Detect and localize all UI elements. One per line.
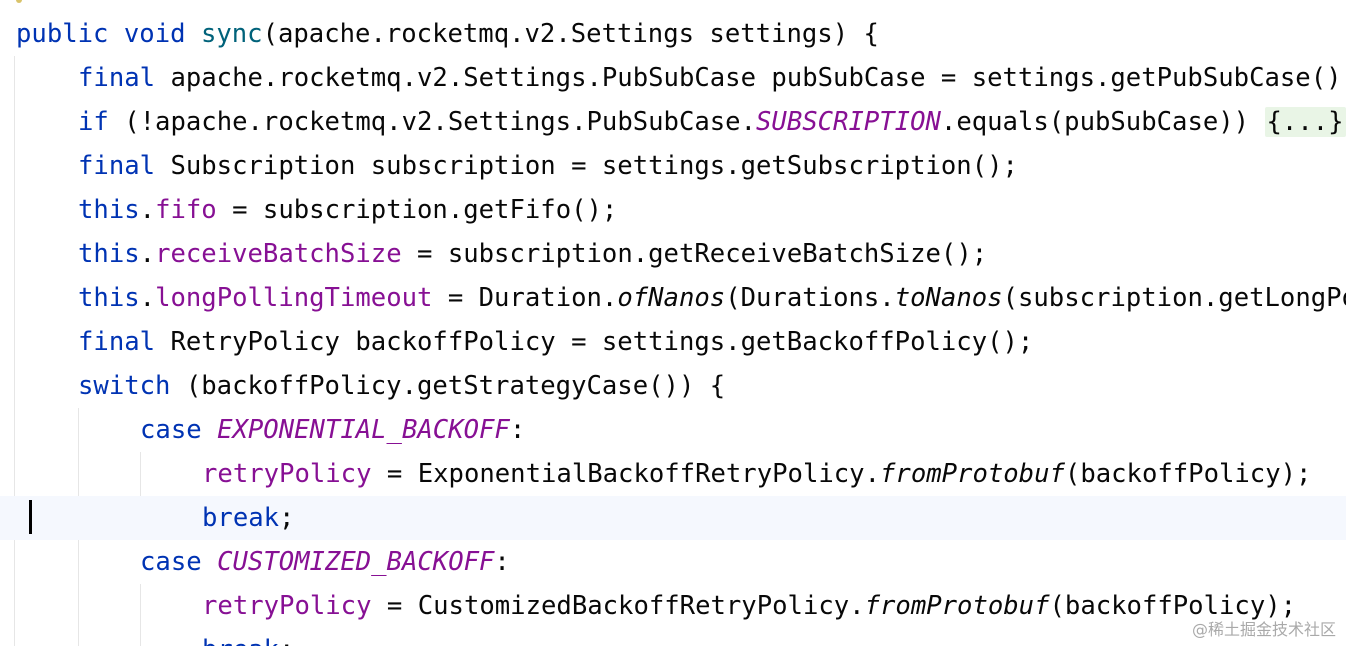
code-text: apache.rocketmq.v2.Settings.PubSubCase p… (155, 63, 1342, 93)
field-name: receiveBatchSize (155, 239, 402, 269)
code-line[interactable]: public void sync(apache.rocketmq.v2.Sett… (0, 12, 1346, 56)
code-text (202, 415, 217, 445)
code-text: = ExponentialBackoffRetryPolicy. (371, 459, 880, 489)
code-text: : (509, 415, 526, 445)
method-name: sync (200, 19, 263, 49)
field-name: retryPolicy (202, 459, 372, 489)
code-text: = CustomizedBackoffRetryPolicy. (371, 591, 865, 621)
code-line[interactable]: case CUSTOMIZED_BACKOFF: (0, 540, 1346, 584)
code-line[interactable]: this.receiveBatchSize = subscription.get… (0, 232, 1346, 276)
code-line[interactable]: final apache.rocketmq.v2.Settings.PubSub… (0, 56, 1346, 100)
text-caret (29, 500, 32, 534)
keyword: final (78, 151, 156, 181)
indent-guide (140, 452, 141, 538)
enum-constant: CUSTOMIZED_BACKOFF (217, 547, 495, 577)
field-name: fifo (155, 195, 217, 225)
code-line[interactable]: case EXPONENTIAL_BACKOFF: (0, 408, 1346, 452)
code-text: : (494, 547, 510, 577)
enum-constant: EXPONENTIAL_BACKOFF (217, 415, 510, 445)
code-text: = Duration. (432, 283, 618, 313)
code-text: (apache.rocketmq.v2.Settings settings) { (262, 19, 879, 49)
fold-marker (16, 0, 22, 3)
code-text: (subscription.getLongPollingTimeout())); (1002, 283, 1346, 313)
field-name: longPollingTimeout (155, 283, 433, 313)
keyword: public (16, 19, 109, 49)
keyword: case (140, 547, 202, 577)
code-text: Subscription subscription = settings.get… (155, 151, 1018, 181)
current-code-line[interactable]: break; (0, 496, 1346, 540)
static-method: fromProtobuf (864, 591, 1050, 621)
static-method: ofNanos (617, 283, 726, 313)
keyword: switch (78, 371, 171, 401)
code-text: . (139, 195, 156, 225)
code-text: ; (279, 503, 295, 533)
keyword: case (140, 415, 202, 445)
code-line[interactable]: retryPolicy = CustomizedBackoffRetryPoli… (0, 584, 1346, 628)
code-text: . (139, 239, 156, 269)
keyword: break (202, 635, 279, 646)
code-text (202, 547, 217, 577)
keyword: final (78, 63, 156, 93)
keyword: this (78, 195, 140, 225)
enum-constant: SUBSCRIPTION (756, 107, 941, 137)
code-text: = subscription.getFifo(); (216, 195, 618, 225)
watermark: @稀土掘金技术社区 (1191, 620, 1336, 639)
code-text: (backoffPolicy); (1064, 459, 1312, 489)
keyword: this (78, 239, 140, 269)
indent-guide (140, 584, 141, 646)
keyword: void (123, 19, 186, 49)
code-text: = subscription.getReceiveBatchSize(); (401, 239, 988, 269)
code-line[interactable]: this.fifo = subscription.getFifo(); (0, 188, 1346, 232)
indent-guide (14, 56, 15, 646)
code-line[interactable]: break; (0, 628, 1346, 646)
code-text: ; (279, 635, 294, 646)
code-line[interactable]: this.longPollingTimeout = Duration.ofNan… (0, 276, 1346, 320)
code-text: (Durations. (725, 283, 895, 313)
code-text: . (139, 283, 156, 313)
code-line[interactable]: final Subscription subscription = settin… (0, 144, 1346, 188)
code-text: .equals(pubSubCase)) (940, 107, 1265, 137)
code-text: RetryPolicy backoffPolicy = settings.get… (155, 327, 1034, 357)
field-name: retryPolicy (202, 591, 372, 621)
static-method: toNanos (894, 283, 1003, 313)
code-text: (backoffPolicy); (1049, 591, 1297, 621)
keyword: break (202, 503, 280, 533)
code-line[interactable]: final RetryPolicy backoffPolicy = settin… (0, 320, 1346, 364)
code-line[interactable]: switch (backoffPolicy.getStrategyCase())… (0, 364, 1346, 408)
code-line[interactable]: retryPolicy = ExponentialBackoffRetryPol… (0, 452, 1346, 496)
code-text: (backoffPolicy.getStrategyCase()) { (170, 371, 726, 401)
code-text: (!apache.rocketmq.v2.Settings.PubSubCase… (108, 107, 756, 137)
keyword: this (78, 283, 140, 313)
folded-block[interactable]: {...} (1264, 107, 1346, 137)
code-line[interactable]: if (!apache.rocketmq.v2.Settings.PubSubC… (0, 100, 1346, 144)
static-method: fromProtobuf (880, 459, 1065, 489)
keyword: if (78, 107, 109, 137)
keyword: final (78, 327, 156, 357)
